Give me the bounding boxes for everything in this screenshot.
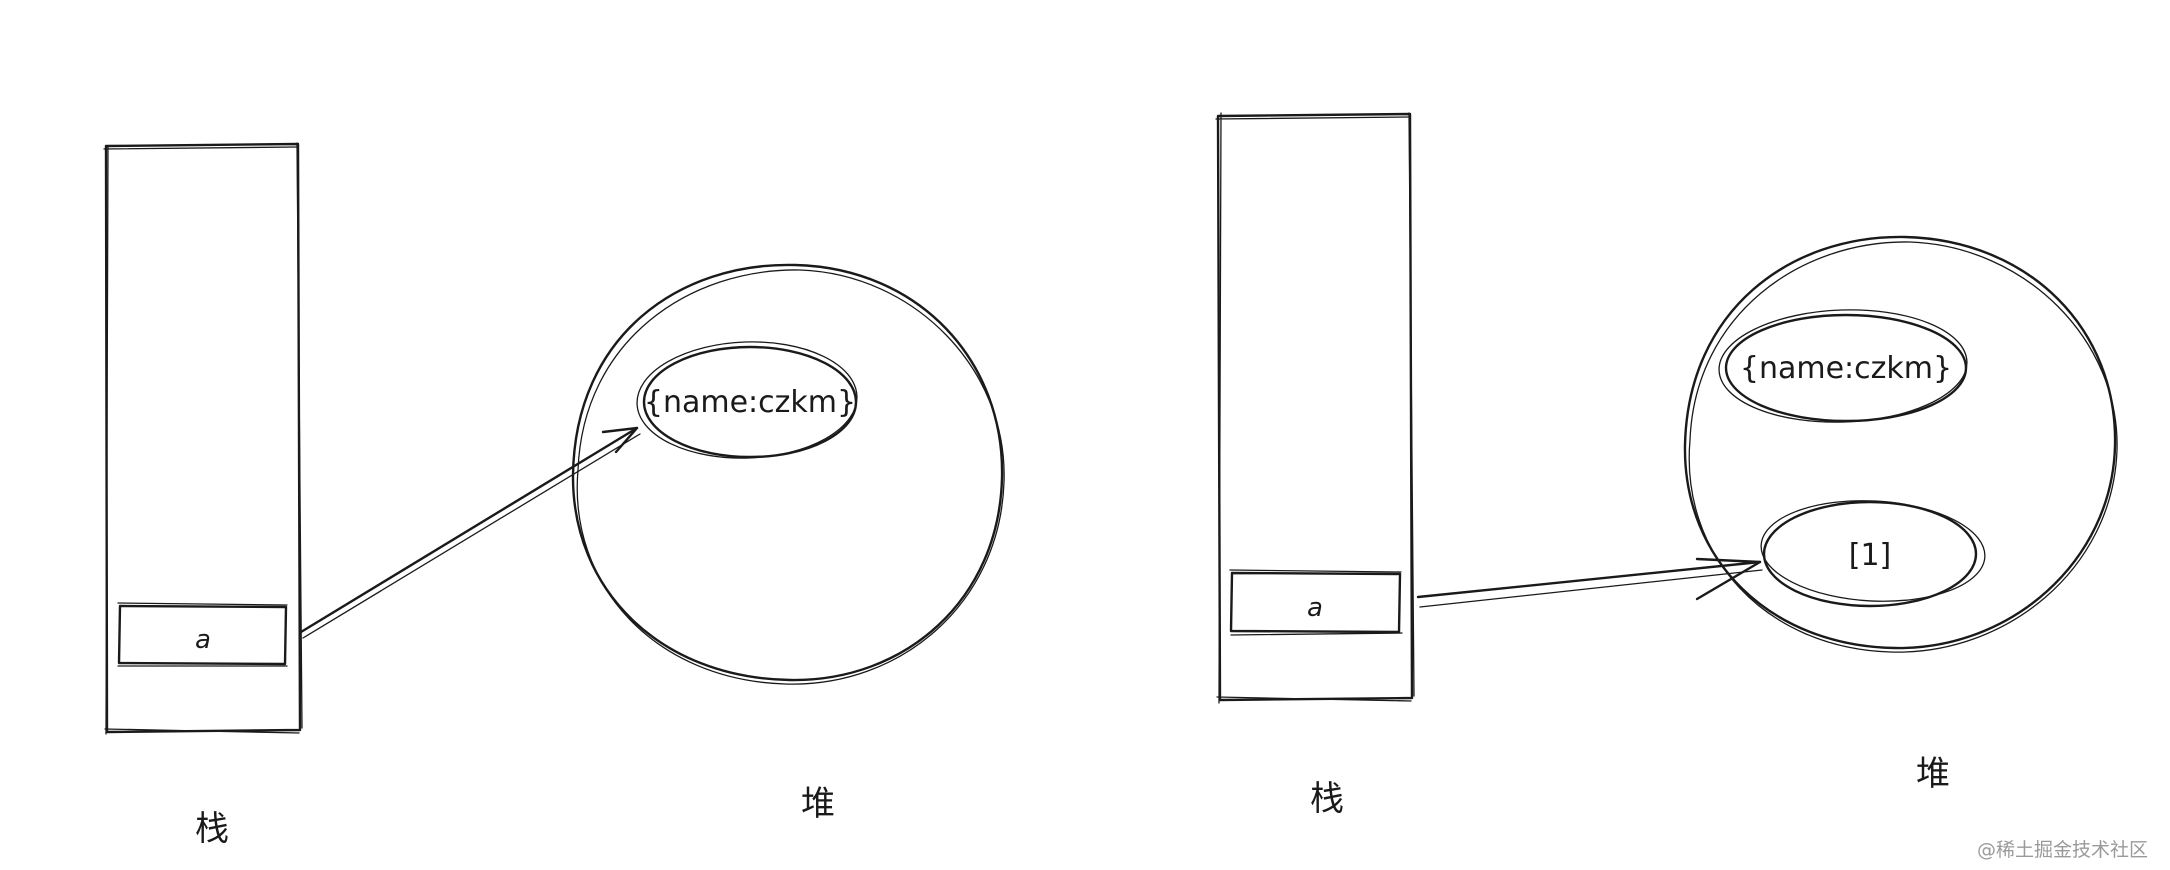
left-heap-caption: 堆 (801, 784, 835, 824)
right-heap-object: {name:czkm} (1718, 309, 1968, 423)
left-diagram: a {name:czkm} 栈 堆 (103, 142, 1005, 849)
right-diagram: a {name:czkm} [1] 栈 堆 (1215, 112, 2118, 819)
left-reference-arrow (299, 426, 641, 639)
left-stack-cell-a: a (117, 602, 288, 667)
left-stack (103, 142, 303, 735)
right-stack-cell-a: a (1229, 569, 1403, 636)
left-stack-var-label: a (195, 625, 211, 655)
watermark: @稀土掘金技术社区 (1976, 839, 2148, 861)
left-heap-object-label: {name:czkm} (644, 385, 856, 420)
left-stack-caption: 栈 (195, 809, 229, 849)
right-heap-array: [1] (1760, 500, 1986, 608)
left-heap (571, 263, 1005, 685)
right-stack-caption: 栈 (1310, 779, 1344, 819)
right-reference-arrow (1416, 557, 1763, 608)
right-heap-array-label: [1] (1849, 538, 1892, 573)
right-stack (1215, 112, 1415, 704)
right-stack-var-label: a (1307, 593, 1323, 623)
right-heap-caption: 堆 (1916, 754, 1950, 794)
right-heap-object-label: {name:czkm} (1740, 351, 1952, 386)
left-heap-object: {name:czkm} (636, 341, 858, 459)
right-heap (1683, 235, 2118, 653)
